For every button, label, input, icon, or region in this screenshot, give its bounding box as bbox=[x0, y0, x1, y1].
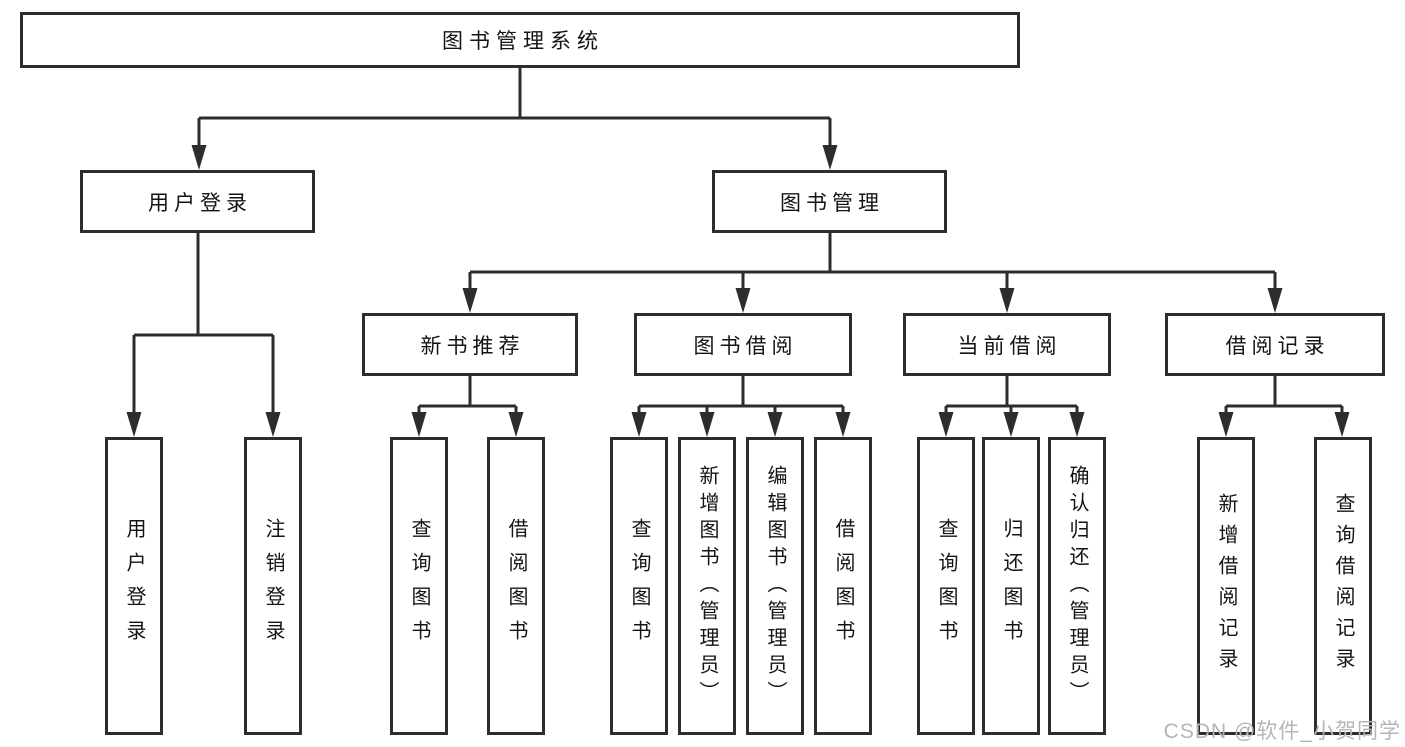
node-label: 查询图书 bbox=[408, 518, 430, 654]
node-label: 用户登录 bbox=[123, 518, 145, 654]
node-book-borrowing: 图书借阅 bbox=[634, 313, 852, 376]
node-label: 新增图书（管理员） bbox=[696, 464, 718, 708]
node-label: 用户登录 bbox=[148, 191, 252, 215]
node-label: 借阅图书 bbox=[832, 518, 854, 654]
leaf-borrow-books-1: 借阅图书 bbox=[487, 437, 545, 735]
node-user-login: 用户登录 bbox=[80, 170, 315, 233]
leaf-add-books-admin: 新增图书（管理员） bbox=[678, 437, 736, 735]
leaf-add-borrow-record: 新增借阅记录 bbox=[1197, 437, 1255, 735]
node-label: 查询图书 bbox=[935, 518, 957, 654]
node-label: 图书管理 bbox=[780, 191, 884, 215]
leaf-return-books: 归还图书 bbox=[982, 437, 1040, 735]
node-root-library-management-system: 图书管理系统 bbox=[20, 12, 1020, 68]
leaf-query-borrow-record: 查询借阅记录 bbox=[1314, 437, 1372, 735]
node-label: 图书借阅 bbox=[693, 334, 798, 358]
node-label: 编辑图书（管理员） bbox=[764, 464, 786, 708]
leaf-user-login: 用户登录 bbox=[105, 437, 163, 735]
leaf-logout: 注销登录 bbox=[244, 437, 302, 735]
node-label: 当前借阅 bbox=[957, 334, 1062, 358]
leaf-query-books-3: 查询图书 bbox=[917, 437, 975, 735]
node-label: 归还图书 bbox=[1000, 518, 1022, 654]
node-label: 借阅记录 bbox=[1225, 334, 1330, 358]
node-borrowing-records: 借阅记录 bbox=[1165, 313, 1385, 376]
node-label: 查询图书 bbox=[628, 518, 650, 654]
node-label: 确认归还（管理员） bbox=[1066, 464, 1088, 708]
node-new-book-recommendation: 新书推荐 bbox=[362, 313, 578, 376]
node-current-borrowing: 当前借阅 bbox=[903, 313, 1111, 376]
node-book-management: 图书管理 bbox=[712, 170, 947, 233]
node-label: 新书推荐 bbox=[420, 334, 525, 358]
node-label: 借阅图书 bbox=[505, 518, 527, 654]
leaf-query-books-2: 查询图书 bbox=[610, 437, 668, 735]
leaf-confirm-return-admin: 确认归还（管理员） bbox=[1048, 437, 1106, 735]
node-label: 注销登录 bbox=[262, 518, 284, 654]
node-label: 图书管理系统 bbox=[442, 30, 604, 53]
node-label: 查询借阅记录 bbox=[1332, 493, 1354, 679]
csdn-watermark: CSDN @软件_小贺同学 bbox=[1163, 720, 1401, 743]
leaf-query-books-1: 查询图书 bbox=[390, 437, 448, 735]
node-label: 新增借阅记录 bbox=[1215, 493, 1237, 679]
leaf-borrow-books-2: 借阅图书 bbox=[814, 437, 872, 735]
leaf-edit-books-admin: 编辑图书（管理员） bbox=[746, 437, 804, 735]
